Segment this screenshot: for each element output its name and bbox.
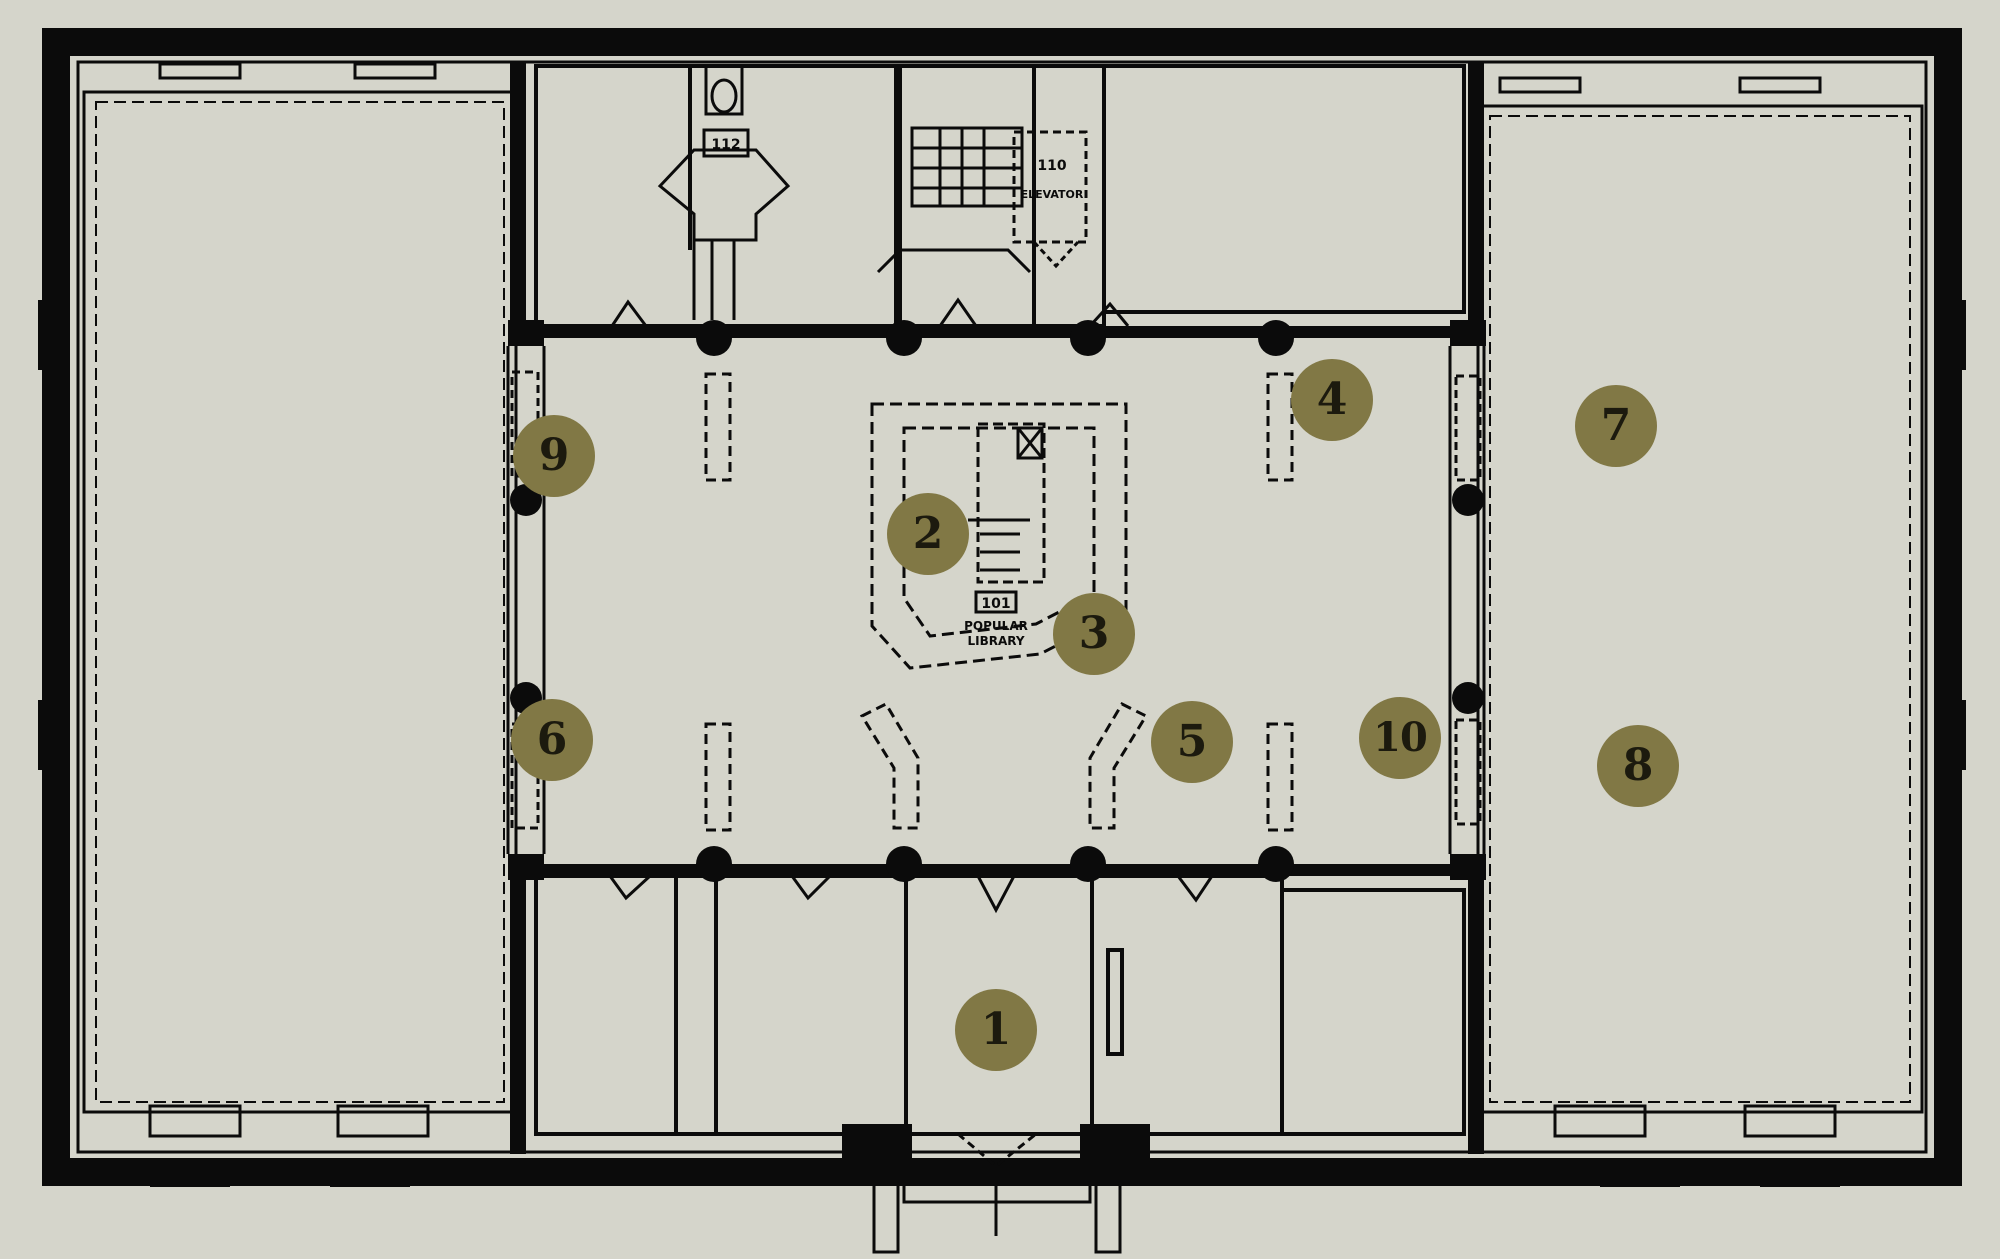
central-desk-labels: 101 POPULAR LIBRARY <box>964 596 1028 648</box>
marker-10-label: 10 <box>1373 714 1428 761</box>
right-wing-room <box>1476 104 1924 1114</box>
door-swings <box>608 297 1214 914</box>
wing-walls <box>508 62 1486 1154</box>
restroom-fixtures <box>657 64 791 320</box>
entrance-walls <box>842 1124 1150 1158</box>
library-label: LIBRARY <box>967 634 1024 648</box>
hall-columns <box>696 320 1294 882</box>
marker-7[interactable]: 7 <box>1575 385 1657 467</box>
marker-7-label: 7 <box>1600 400 1632 451</box>
right-wing-shelving <box>1489 115 1911 1103</box>
left-wing-room <box>82 90 518 1114</box>
outer-pilasters <box>38 28 1966 1187</box>
marker-3[interactable]: 3 <box>1053 593 1135 675</box>
marker-2[interactable]: 2 <box>887 493 969 575</box>
elevator-number-label: 110 <box>1037 158 1066 174</box>
top-service-rooms <box>534 64 1466 328</box>
elevator-label: ELEVATOR <box>1021 188 1084 201</box>
central-desk <box>870 402 1128 670</box>
marker-5-label: 5 <box>1176 716 1208 767</box>
restroom-number-label: 112 <box>711 137 740 153</box>
stairs <box>876 126 1032 274</box>
outer-wall <box>42 28 1962 1186</box>
elevator <box>1012 130 1088 269</box>
entrance <box>872 1132 1122 1254</box>
marker-5[interactable]: 5 <box>1151 701 1233 783</box>
room-number-label: 101 <box>981 596 1010 612</box>
marker-9[interactable]: 9 <box>513 415 595 497</box>
marker-4[interactable]: 4 <box>1291 359 1373 441</box>
marker-2-label: 2 <box>912 508 944 559</box>
marker-6[interactable]: 6 <box>511 699 593 781</box>
marker-1[interactable]: 1 <box>955 989 1037 1071</box>
marker-8[interactable]: 8 <box>1597 725 1679 807</box>
marker-4-label: 4 <box>1316 374 1348 425</box>
marker-8-label: 8 <box>1622 740 1654 791</box>
bottom-rooms <box>534 874 1466 1136</box>
hall-shelves <box>704 372 1294 832</box>
popular-label: POPULAR <box>964 619 1028 633</box>
hall-walls <box>544 326 1470 876</box>
marker-6-label: 6 <box>536 714 568 765</box>
marker-3-label: 3 <box>1078 608 1110 659</box>
left-wing-shelving <box>95 101 505 1103</box>
window-bays <box>148 62 1837 1138</box>
marker-9-label: 9 <box>538 430 570 481</box>
marker-10[interactable]: 10 <box>1359 697 1441 779</box>
marker-1-label: 1 <box>980 1004 1012 1055</box>
outer-wall-inner-line <box>76 60 1928 1154</box>
